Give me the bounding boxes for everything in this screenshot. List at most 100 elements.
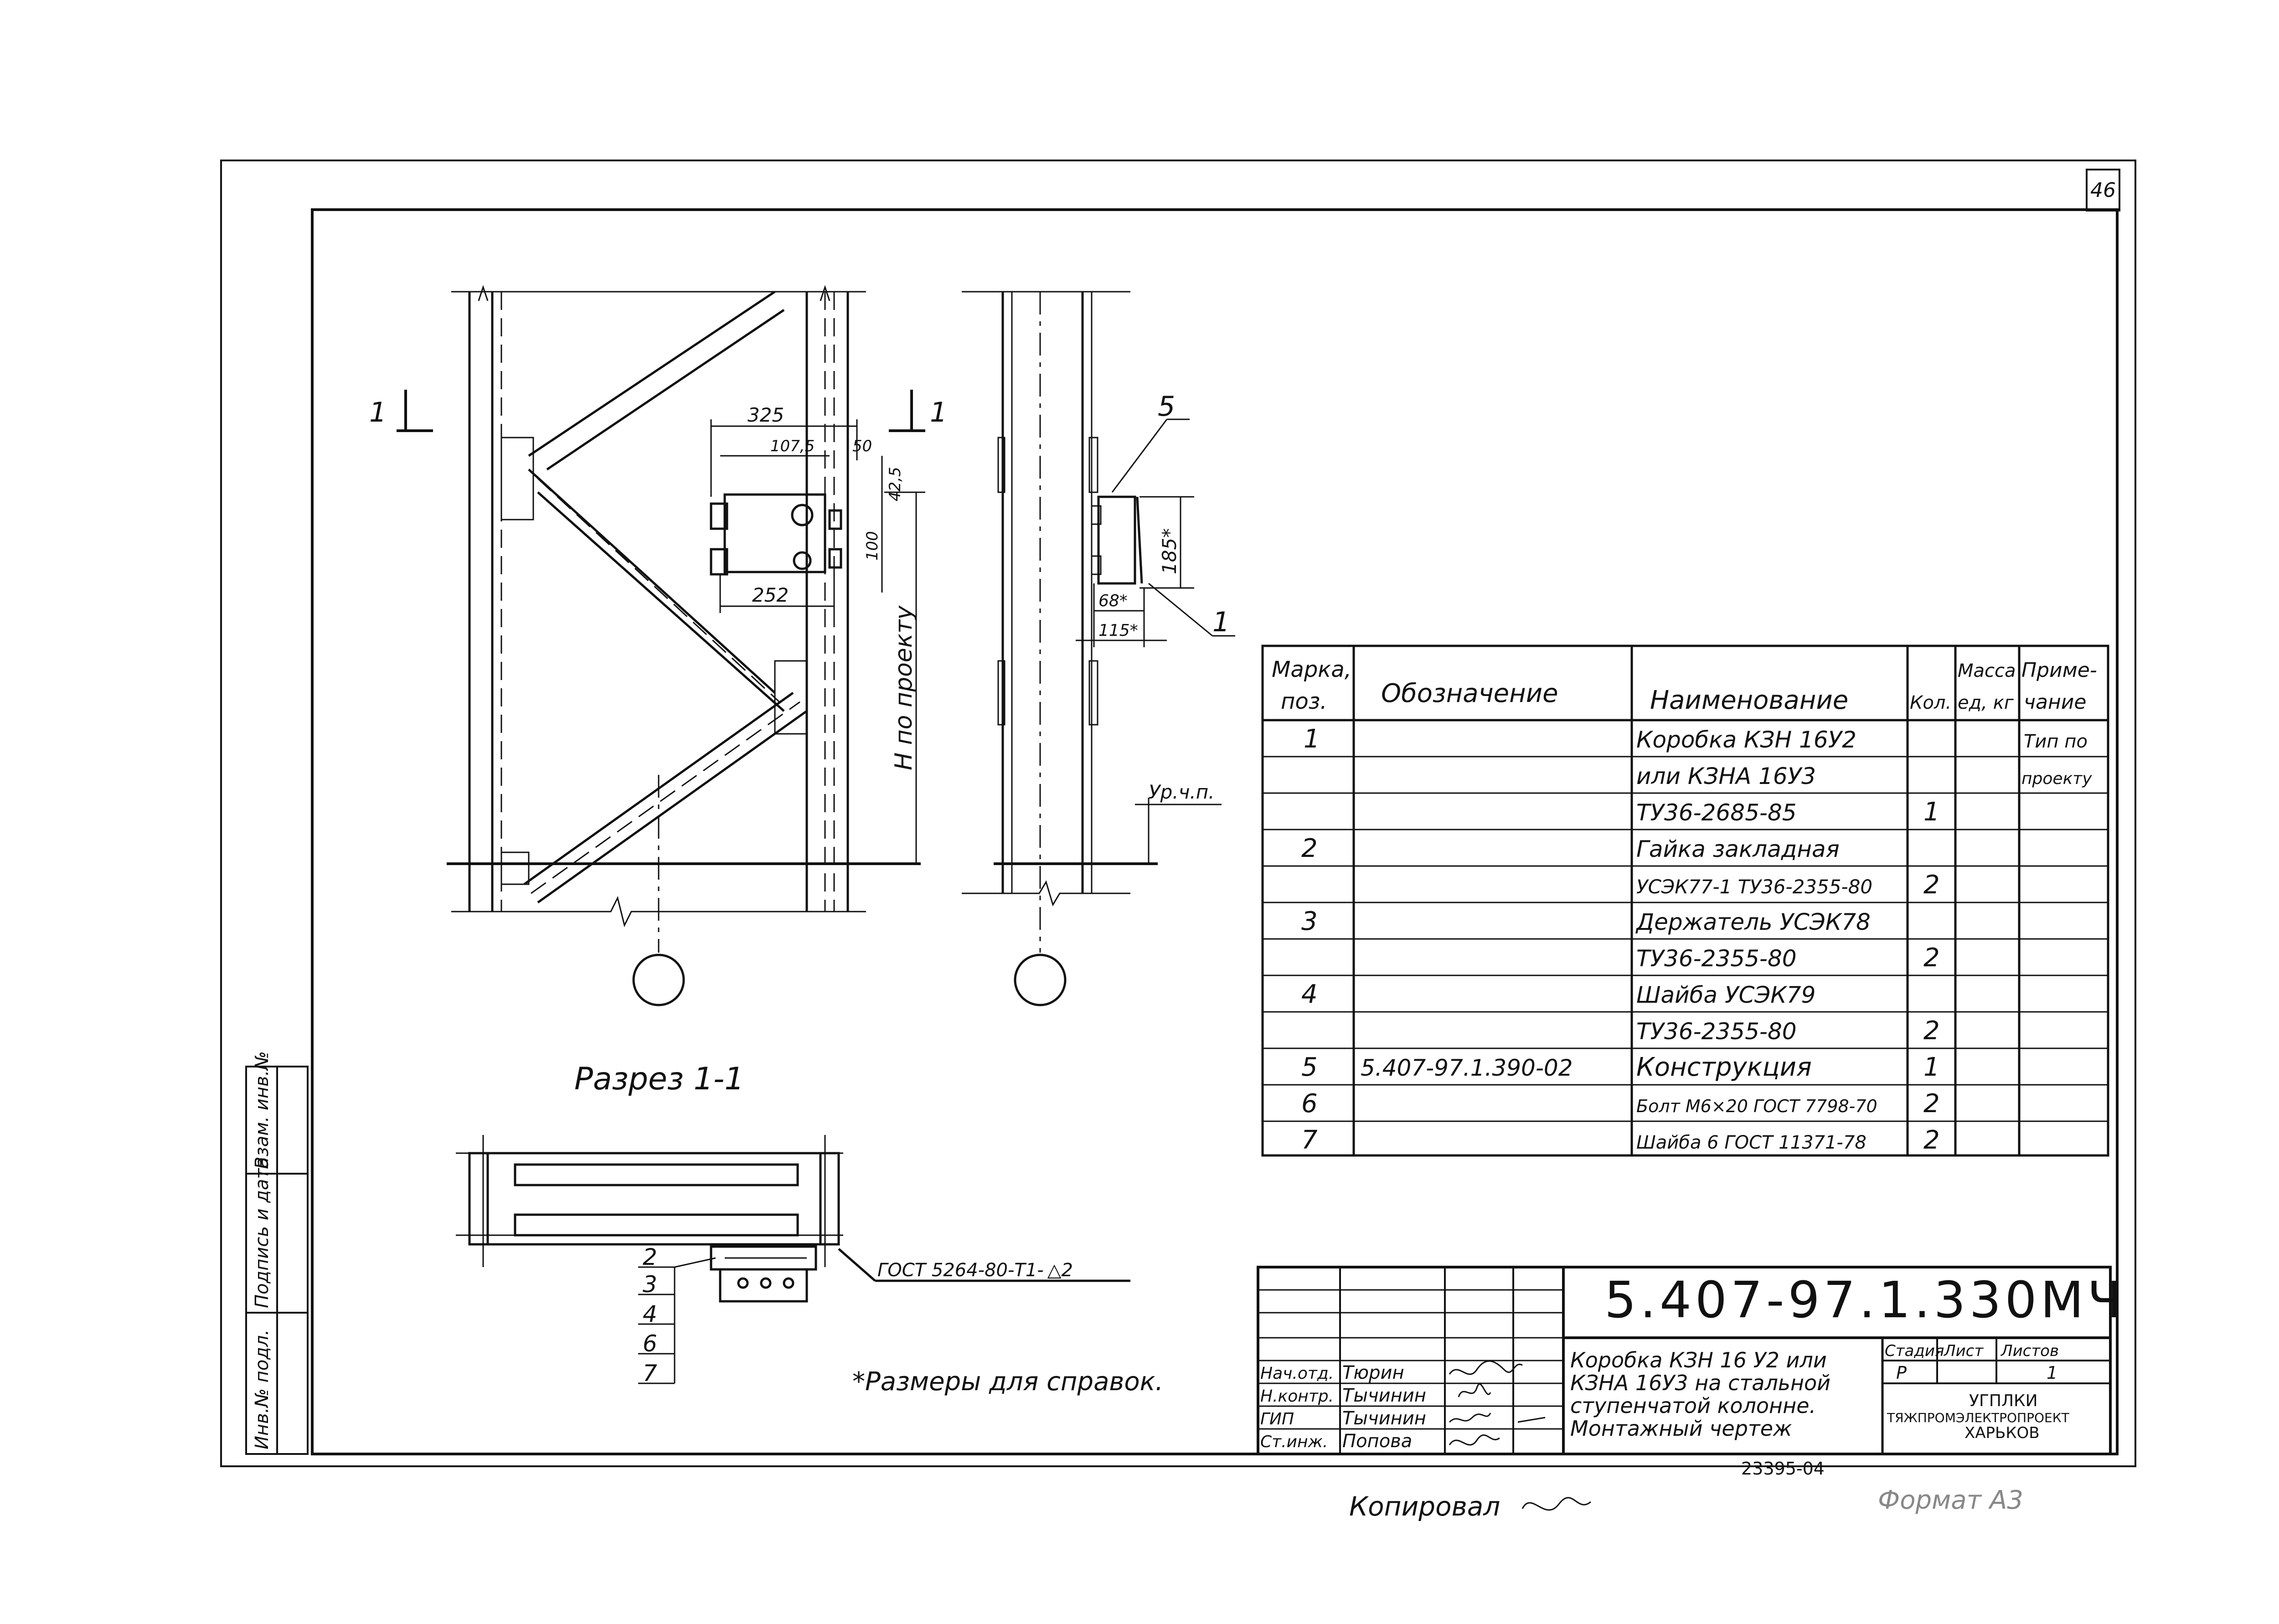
dim-42-5: 42,5 <box>886 467 904 501</box>
dim-252: 252 <box>752 584 789 606</box>
dim-100: 100 <box>863 531 882 561</box>
section-pos-2: 2 <box>643 1244 657 1270</box>
dim-185: 185* <box>1158 528 1181 574</box>
spec-note: проекту <box>2021 769 2092 788</box>
spec-qty: 2 <box>1923 943 1940 973</box>
title-line-3: ступенчатой колонне. <box>1570 1393 1816 1418</box>
side-stamp-signature: Подпись и дата <box>252 1157 273 1308</box>
org-line-1: УГПЛКИ <box>1969 1392 2038 1410</box>
role-4: Ст.инж. <box>1260 1433 1328 1451</box>
spec-header-name: Наименование <box>1650 686 1848 715</box>
spec-pos: 3 <box>1301 907 1318 936</box>
drawing-code: 5.407-97.1.330МЧ <box>1604 1271 2125 1329</box>
spec-row: 6 Болт М6×20 ГОСТ 7798-70 2 <box>1301 1089 1940 1119</box>
spec-note: Тип по <box>2024 731 2088 752</box>
spec-name: ТУ36-2355-80 <box>1636 1018 1797 1045</box>
spec-qty: 2 <box>1923 870 1940 900</box>
floor-level-label: Ур.ч.п. <box>1149 781 1215 803</box>
spec-pos: 6 <box>1301 1089 1318 1119</box>
spec-header-qty: Кол. <box>1910 692 1951 713</box>
section-mark-right-label: 1 <box>930 397 947 428</box>
spec-row: 7 Шайба 6 ГОСТ 11371-78 2 <box>1301 1125 1940 1155</box>
spec-pos: 5 <box>1301 1052 1318 1082</box>
spec-name: Держатель УСЭК78 <box>1635 909 1871 935</box>
reference-note: *Размеры для справок. <box>852 1367 1163 1397</box>
spec-name: Шайба 6 ГОСТ 11371-78 <box>1636 1132 1867 1153</box>
spec-name: ТУ36-2355-80 <box>1636 945 1797 972</box>
junction-box-front <box>710 493 842 576</box>
spec-header-mark-2: поз. <box>1281 689 1327 714</box>
dim-h-label: H по проекту <box>890 605 918 770</box>
spec-qty: 1 <box>1923 1052 1940 1082</box>
spec-header-mass-2: ед, кг <box>1958 692 2014 713</box>
spec-name: Коробка КЗН 16У2 <box>1636 727 1856 753</box>
spec-row: или КЗНА 16У3 проекту <box>1636 763 2092 789</box>
callout-5: 5 <box>1158 391 1175 423</box>
spec-table-row-lines <box>1263 756 2108 1122</box>
spec-name: Гайка закладная <box>1636 836 1840 862</box>
sheets-label: Листов <box>2000 1342 2059 1360</box>
section-pos-7: 7 <box>643 1360 657 1387</box>
side-stamp-replace: Взам. инв.№ <box>252 1051 273 1169</box>
side-dimensions <box>1076 418 1235 864</box>
stage-value: Р <box>1896 1363 1907 1383</box>
dim-68: 68* <box>1098 592 1128 610</box>
role-4-name: Попова <box>1342 1431 1412 1452</box>
copier-signature <box>1521 1497 1591 1511</box>
spec-qty: 1 <box>1923 797 1940 827</box>
title-block-grid <box>1257 1266 2112 1455</box>
spec-name: Конструкция <box>1636 1052 1812 1082</box>
section-title: Разрез 1-1 <box>574 1061 744 1097</box>
spec-header-mark-1: Марка, <box>1272 657 1351 682</box>
spec-designation: 5.407-97.1.390-02 <box>1361 1055 1573 1081</box>
spec-pos: 4 <box>1301 980 1318 1009</box>
sheet-number: 46 <box>2090 178 2116 202</box>
role-1: Нач.отд. <box>1260 1364 1334 1383</box>
section-mark-left <box>397 390 433 432</box>
spec-name: Болт М6×20 ГОСТ 7798-70 <box>1636 1096 1877 1116</box>
spec-qty: 2 <box>1923 1089 1940 1119</box>
inventory-number: 23395-04 <box>1741 1459 1825 1479</box>
spec-header-note-2: чание <box>2024 691 2086 714</box>
section-mark-right <box>889 390 925 432</box>
spec-header-mass-1: Масса <box>1958 660 2016 681</box>
column-side-view <box>962 291 1158 1006</box>
dim-325: 325 <box>748 404 784 426</box>
dim-50: 50 <box>852 437 872 455</box>
dim-107-5: 107,5 <box>770 437 815 455</box>
spec-qty: 2 <box>1923 1125 1940 1155</box>
section-mark-left-label: 1 <box>369 397 387 428</box>
sheet-frame <box>220 160 2136 1467</box>
role-3-name: Тычинин <box>1342 1408 1426 1429</box>
front-dimensions <box>710 419 925 864</box>
role-2-name: Тычинин <box>1342 1385 1426 1406</box>
title-line-2: КЗНА 16У3 на стальной <box>1570 1371 1830 1395</box>
spec-row: 4 Шайба УСЭК79 <box>1301 980 1815 1009</box>
spec-row: 2 Гайка закладная <box>1301 834 1840 863</box>
spec-row: 1 Коробка КЗН 16У2 Тип по <box>1304 724 2088 754</box>
title-line-4: Монтажный чертеж <box>1570 1416 1792 1441</box>
spec-row: ТУ36-2685-85 1 <box>1636 797 1940 827</box>
org-line-2: ТЯЖПРОМЭЛЕКТРОПРОЕКТ <box>1887 1410 2070 1425</box>
signature-marks <box>1449 1360 1546 1446</box>
spec-row: ТУ36-2355-80 2 <box>1636 943 1940 973</box>
dim-115: 115* <box>1098 621 1138 640</box>
weld-note: ГОСТ 5264-80-Т1-△2 <box>877 1260 1073 1281</box>
sheet-label: Лист <box>1943 1342 1984 1360</box>
footer-copied: Копировал <box>1349 1491 1500 1522</box>
section-pos-6: 6 <box>643 1330 657 1357</box>
section-position-leaders <box>638 1257 716 1384</box>
spec-pos: 2 <box>1301 834 1318 863</box>
spec-pos: 7 <box>1301 1125 1318 1155</box>
spec-name: или КЗНА 16У3 <box>1636 763 1816 789</box>
sheets-value: 1 <box>2047 1363 2057 1383</box>
role-3: ГИП <box>1260 1410 1294 1428</box>
spec-name: УСЭК77-1 ТУ36-2355-80 <box>1636 876 1872 898</box>
side-stamp-inv: Инв.№ подл. <box>252 1330 273 1449</box>
side-stamp <box>245 1066 309 1455</box>
section-pos-3: 3 <box>643 1271 657 1298</box>
spec-qty: 2 <box>1923 1016 1940 1046</box>
spec-name: Шайба УСЭК79 <box>1636 982 1815 1008</box>
spec-row: ТУ36-2355-80 2 <box>1636 1016 1940 1046</box>
